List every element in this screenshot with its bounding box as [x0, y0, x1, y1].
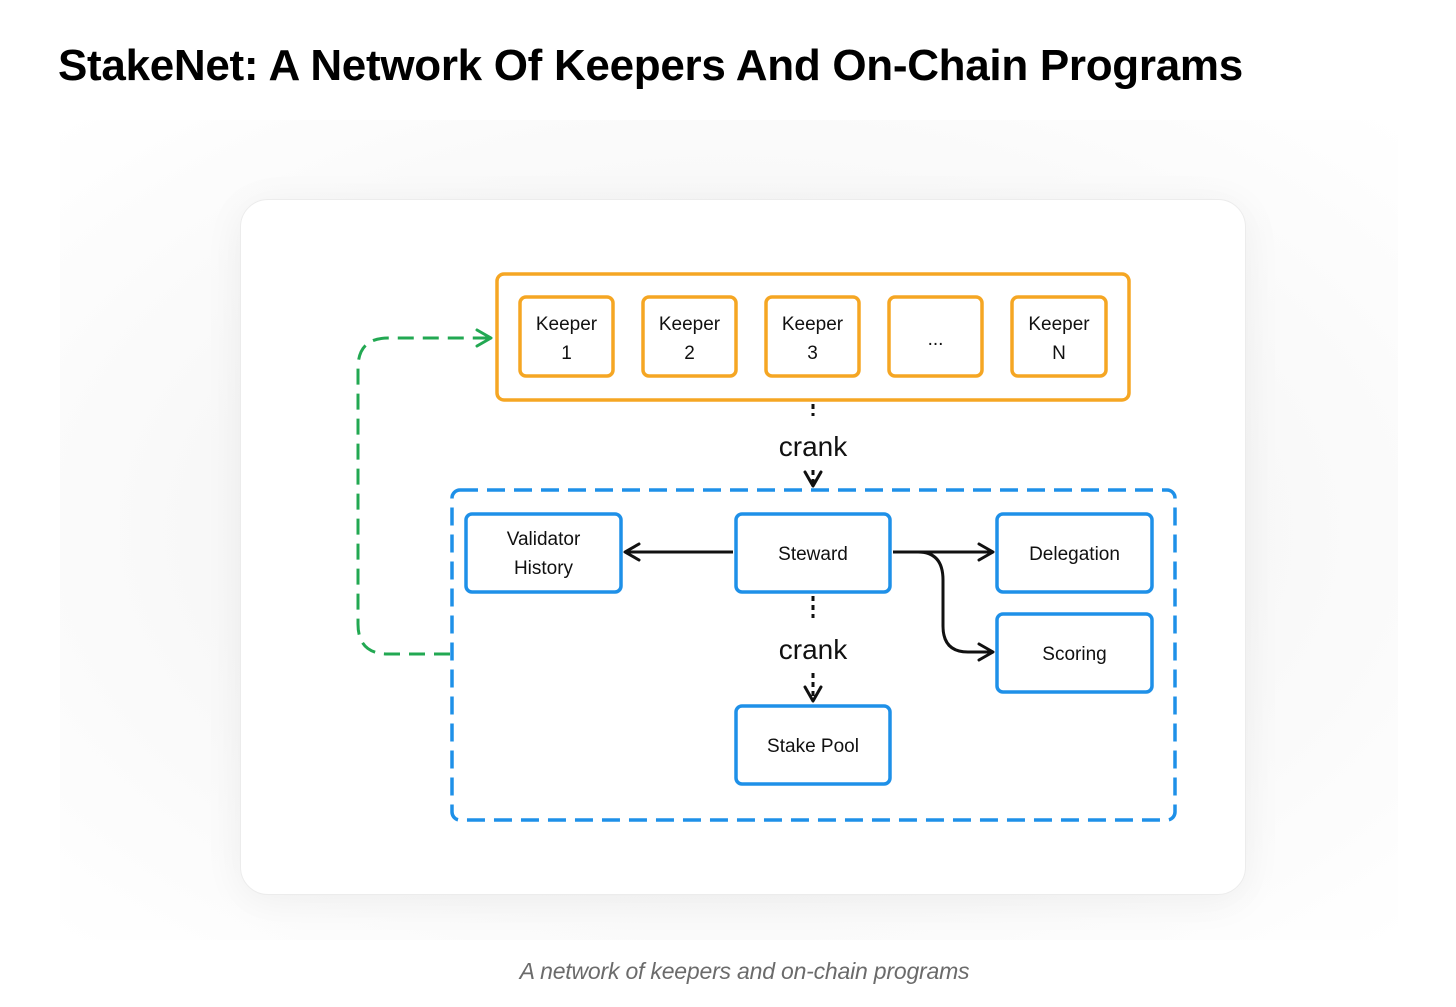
feedback-loop-arrow — [356, 328, 493, 656]
crank-bottom-label: crank — [779, 634, 848, 665]
validator-history-label-line2: History — [514, 558, 574, 579]
validator-history-box: Validator History — [464, 512, 623, 594]
keeper-n-box: Keeper N — [1010, 295, 1108, 378]
stake-pool-box: Stake Pool — [734, 704, 892, 786]
arrow-steward-to-scoring — [893, 550, 995, 662]
keeper-3-label-line1: Keeper — [782, 314, 844, 335]
keeper-network-container — [495, 272, 1131, 402]
scoring-label: Scoring — [1042, 644, 1106, 665]
steward-box: Steward — [734, 512, 892, 594]
keeper-ellipsis-label: ... — [928, 329, 944, 350]
keeper-1-label-line2: 1 — [561, 343, 572, 364]
keeper-1-label-line1: Keeper — [536, 314, 598, 335]
scoring-box: Scoring — [995, 612, 1154, 694]
crank-top-label: crank — [779, 431, 848, 462]
stake-pool-label: Stake Pool — [767, 736, 859, 757]
keeper-3-box: Keeper 3 — [764, 295, 861, 378]
delegation-label: Delegation — [1029, 544, 1120, 565]
delegation-box: Delegation — [995, 512, 1154, 594]
keeper-n-label-line2: N — [1052, 343, 1066, 364]
steward-label: Steward — [778, 544, 848, 565]
keeper-2-label-line2: 2 — [684, 343, 695, 364]
keeper-2-box: Keeper 2 — [641, 295, 738, 378]
page-title: StakeNet: A Network Of Keepers And On-Ch… — [58, 41, 1243, 90]
keeper-ellipsis-box: ... — [887, 295, 984, 378]
validator-history-label-line1: Validator — [507, 529, 581, 550]
figure-caption: A network of keepers and on-chain progra… — [519, 958, 970, 984]
keeper-3-label-line2: 3 — [807, 343, 818, 364]
on-chain-programs-container — [450, 488, 1177, 822]
keeper-n-label-line1: Keeper — [1028, 314, 1090, 335]
keeper-1-box: Keeper 1 — [518, 295, 615, 378]
keeper-2-label-line1: Keeper — [659, 314, 721, 335]
